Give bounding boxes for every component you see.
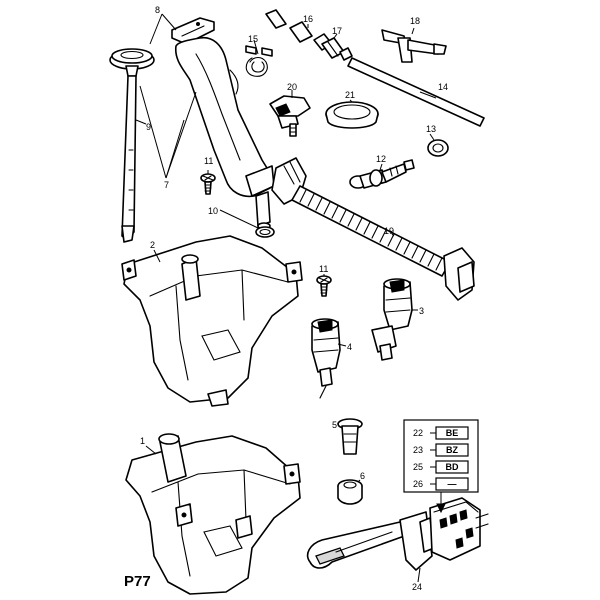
jet-nozzle[interactable] bbox=[349, 159, 415, 189]
washer-reservoir-lower[interactable] bbox=[125, 433, 301, 595]
non-return-valve[interactable] bbox=[313, 33, 353, 61]
legend-code-none: — bbox=[448, 479, 457, 489]
callout-numbers: 8 9 7 10 11 15 16 17 18 14 20 21 13 12 1… bbox=[140, 5, 448, 592]
callout-19: 19 bbox=[384, 226, 394, 236]
callout-6: 6 bbox=[360, 471, 365, 481]
grommet-cap[interactable] bbox=[325, 101, 379, 129]
callout-20: 20 bbox=[287, 82, 297, 92]
hose-clip[interactable] bbox=[245, 45, 273, 77]
pump-grommet[interactable] bbox=[337, 479, 363, 505]
callout-8: 8 bbox=[155, 5, 160, 15]
screw-lower[interactable] bbox=[316, 275, 332, 297]
callout-16: 16 bbox=[303, 14, 313, 24]
screw-upper[interactable] bbox=[200, 173, 216, 195]
page-code: P77 bbox=[124, 573, 151, 590]
callout-18: 18 bbox=[410, 16, 420, 26]
callout-1: 1 bbox=[140, 436, 145, 446]
leader-lines bbox=[135, 13, 437, 583]
callout-9: 9 bbox=[146, 122, 151, 132]
legend-number-25: 25 bbox=[413, 462, 423, 472]
callout-13: 13 bbox=[426, 124, 436, 134]
callout-2: 2 bbox=[150, 240, 155, 250]
grommet-seal[interactable] bbox=[427, 139, 449, 157]
callout-10: 10 bbox=[208, 206, 218, 216]
callout-21: 21 bbox=[345, 90, 355, 100]
callout-24: 24 bbox=[412, 582, 422, 592]
callout-3: 3 bbox=[419, 306, 424, 316]
legend-code-bz: BZ bbox=[446, 445, 458, 455]
washer-reservoir-upper[interactable] bbox=[121, 235, 303, 407]
callout-4: 4 bbox=[347, 342, 352, 352]
callout-12: 12 bbox=[376, 154, 386, 164]
callout-17: 17 bbox=[332, 26, 342, 36]
legend-number-22: 22 bbox=[413, 428, 423, 438]
hose-connector[interactable] bbox=[265, 9, 313, 43]
legend-code-be: BE bbox=[446, 428, 459, 438]
washer-hose[interactable] bbox=[347, 57, 485, 127]
legend-code-bd: BD bbox=[446, 462, 459, 472]
washer-pump-front[interactable] bbox=[371, 278, 413, 361]
callout-5: 5 bbox=[332, 420, 337, 430]
filler-neck-tube[interactable] bbox=[174, 36, 275, 230]
wiper-switch-stalk[interactable] bbox=[306, 497, 489, 571]
variant-legend: 22 23 25 26 BE BZ BD — bbox=[403, 419, 479, 514]
legend-number-26: 26 bbox=[413, 479, 423, 489]
seal-ring[interactable] bbox=[255, 226, 275, 238]
filter-insert[interactable] bbox=[337, 418, 363, 455]
callout-14: 14 bbox=[438, 82, 448, 92]
filler-cap[interactable] bbox=[171, 17, 215, 45]
callout-11-upper: 11 bbox=[204, 156, 213, 166]
callout-15: 15 bbox=[248, 34, 258, 44]
corrugated-conduit[interactable] bbox=[271, 157, 475, 301]
t-piece[interactable] bbox=[381, 29, 447, 63]
dipstick-cap[interactable] bbox=[109, 48, 155, 243]
washer-nozzle[interactable] bbox=[269, 95, 311, 137]
callout-7: 7 bbox=[164, 180, 169, 190]
callout-11-lower: 11 bbox=[319, 264, 328, 274]
washer-pump-rear[interactable] bbox=[311, 318, 341, 399]
legend-number-23: 23 bbox=[413, 445, 423, 455]
